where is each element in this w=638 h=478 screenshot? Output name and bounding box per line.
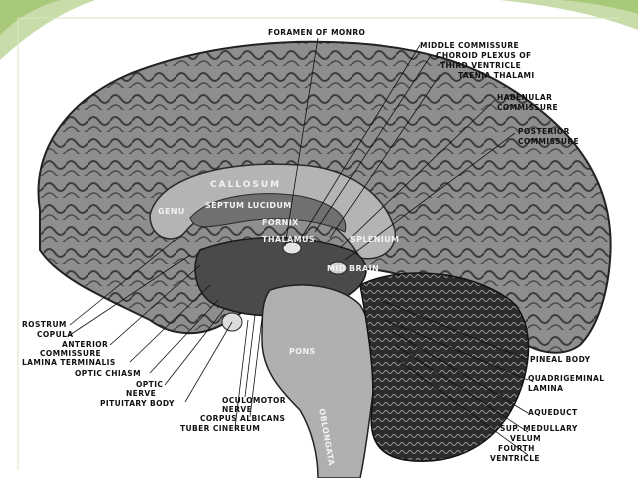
label-splenium: SPLENIUM: [350, 235, 400, 244]
label-anterior: ANTERIOR: [62, 340, 109, 349]
label-lamina-terminalis: LAMINA TERMINALIS: [22, 358, 116, 367]
label-pons: PONS: [289, 347, 316, 356]
label-quadrigeminal-lamina: LAMINA: [528, 384, 564, 393]
label-optic-nerve: NERVE: [126, 389, 157, 398]
label-quadrigeminal: QUADRIGEMINAL: [528, 374, 605, 383]
label-optic: OPTIC: [136, 380, 164, 389]
label-taenia-thalami: TAENIA THALAMI: [458, 71, 535, 80]
label-velum: VELUM: [510, 434, 541, 443]
label-oculomotor: OCULOMOTOR: [222, 396, 286, 405]
cerebellum: [359, 272, 530, 462]
label-corpus-albicans: CORPUS ALBICANS: [200, 414, 286, 423]
pineal-spot: [328, 261, 348, 275]
label-thalamus: THALAMUS: [262, 235, 316, 244]
foramen-spot: [282, 241, 302, 255]
label-sup-medullary: SUP. MEDULLARY: [500, 424, 578, 433]
label-septum-lucidum: SEPTUM LUCIDUM: [205, 201, 292, 210]
label-posterior: POSTERIOR: [518, 127, 570, 136]
corpus-callosum: [149, 163, 396, 260]
label-aqueduct: AQUEDUCT: [528, 408, 578, 417]
corner-swoosh-right: [500, 0, 638, 30]
label-posterior-commissure: COMMISSURE: [518, 137, 580, 146]
label-choroid-plexus: CHOROID PLEXUS OF: [436, 51, 532, 60]
label-genu: GENU: [158, 207, 185, 216]
label-copula: COPULA: [37, 330, 74, 339]
label-anterior-commissure: COMMISSURE: [40, 349, 102, 358]
label-third-ventricle: THIRD VENTRICLE: [440, 61, 522, 70]
leader-lines: [69, 37, 529, 456]
label-pineal-body: PINEAL BODY: [530, 355, 591, 364]
label-mid-brain: MID BRAIN: [327, 264, 380, 273]
label-rostrum: ROSTRUM: [22, 320, 67, 329]
septum-lucidum: [189, 193, 347, 233]
label-habenular-commissure: COMMISSURE: [497, 103, 559, 112]
label-fornix: FORNIX: [262, 218, 299, 227]
label-pituitary-body: PITUITARY BODY: [100, 399, 175, 408]
label-fourth: FOURTH: [498, 444, 535, 453]
label-callosum: CALLOSUM: [210, 180, 282, 190]
corner-swoosh-right-inner: [560, 0, 638, 14]
label-foramen-of-monro: FORAMEN OF MONRO: [268, 28, 366, 37]
label-middle-commissure: MIDDLE COMMISSURE: [420, 41, 520, 50]
corner-swoosh-left-inner: [0, 0, 60, 35]
label-tuber-cinereum: TUBER CINEREUM: [180, 424, 261, 433]
brainstem: [261, 284, 376, 478]
label-fourth-ventricle: VENTRICLE: [490, 454, 540, 463]
label-habenular: HABENULAR: [497, 93, 553, 102]
label-oculomotor-nerve: NERVE: [222, 405, 253, 414]
label-optic-chiasm: OPTIC CHIASM: [75, 369, 141, 378]
